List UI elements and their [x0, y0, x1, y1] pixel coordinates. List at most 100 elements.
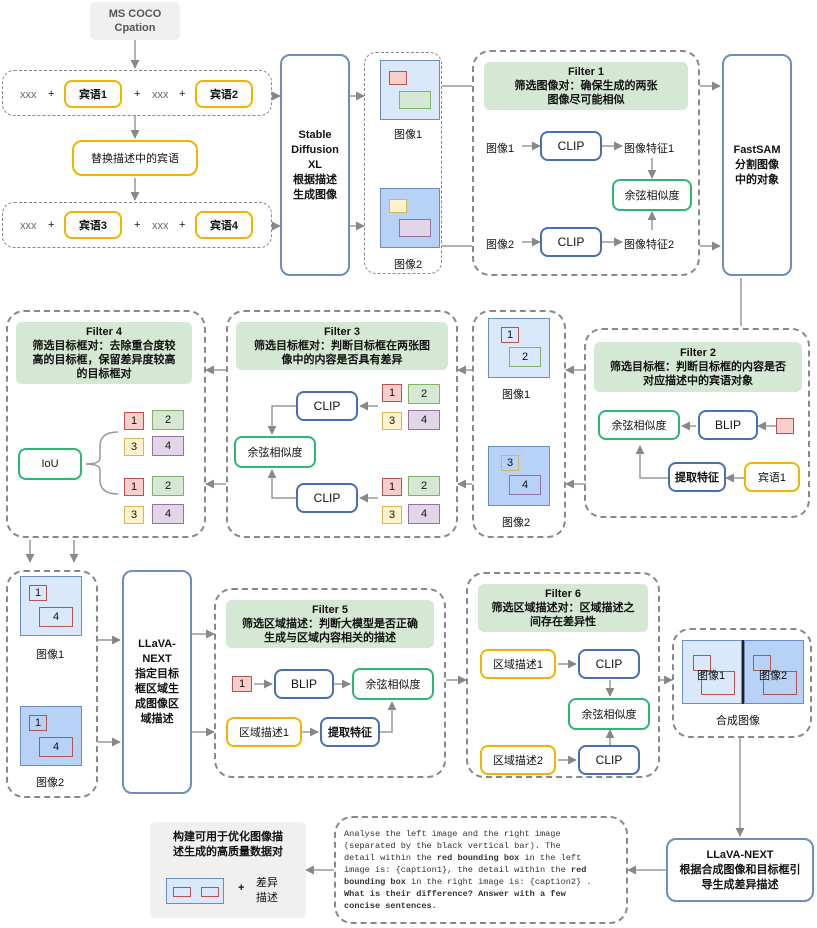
cosine-label: 余弦相似度 [581, 709, 637, 721]
box-2: 2 [509, 347, 541, 367]
filter1-image2-label: 图像2 [486, 239, 515, 251]
prompt-line: image is: {caption1}, the detail within … [344, 865, 571, 875]
filter1-header: Filter 1 筛选图像对：确保生成的两张 图像尽可能相似 [484, 62, 688, 110]
composite-image2-label: 图像2 [759, 670, 788, 682]
segmented-image-2: 3 4 [488, 446, 550, 506]
filter5-cosine-similarity: 余弦相似度 [352, 668, 434, 700]
box-3: 3 [501, 455, 519, 471]
box-number: 1 [130, 415, 138, 427]
clip-label: CLIP [313, 491, 341, 505]
pair-box-3: 3 [382, 412, 402, 430]
prompt-line: (separated by the black vertical bar). T… [344, 841, 561, 851]
box-number: 4 [52, 611, 60, 623]
llava1-label: LLaVA- NEXT 指定目标 框区域生 成图像区 域描述 [135, 638, 179, 725]
filter3-clip-bottom: CLIP [296, 483, 358, 513]
filter2-extract-features: 提取特征 [668, 462, 726, 492]
filter2-description: 筛选目标框：判断目标框的内容是否 对应描述中的宾语对象 [610, 361, 786, 387]
object-box-green [399, 91, 431, 109]
filter6-header: Filter 6 筛选区域描述对：区域描述之 间存在差异性 [478, 584, 648, 632]
object-box-red [389, 71, 407, 85]
box-number: 2 [420, 480, 428, 492]
pair-box-1: 1 [124, 478, 144, 496]
prompt-text: Analyse the left image and the right ima… [344, 828, 618, 912]
filter2-header: Filter 2 筛选目标框：判断目标框的内容是否 对应描述中的宾语对象 [594, 342, 802, 392]
box-number: 1 [238, 678, 246, 690]
prompt-template-box: Analyse the left image and the right ima… [334, 816, 628, 924]
composite-image-group [672, 628, 812, 738]
filter6-cosine-similarity: 余弦相似度 [568, 698, 650, 730]
filter1-title: Filter 1 [567, 66, 605, 78]
blip-label: BLIP [290, 677, 317, 691]
filter3-description: 筛选目标框对：判断目标框在两张图 像中的内容是否具有差异 [254, 340, 430, 366]
box-number: 1 [34, 587, 42, 599]
filter1-cosine-similarity: 余弦相似度 [612, 179, 692, 211]
filter5-container [214, 588, 446, 778]
pair-box-2: 2 [408, 476, 440, 496]
clip-label: CLIP [557, 235, 585, 249]
caption2-object4: 宾语4 [195, 211, 253, 239]
fastsam-label: FastSAM 分割图像 中的对象 [733, 143, 781, 186]
source-dataset-label: MS COCO Cpation [108, 8, 162, 34]
filter3-title: Filter 3 [323, 326, 361, 338]
final-plus: + [238, 882, 245, 894]
prompt-bold: concise sentences. [344, 901, 437, 911]
replace-object-step: 替换描述中的宾语 [72, 140, 198, 176]
final-image-pair [166, 878, 224, 904]
final-title-text: 构建可用于优化图像描 述生成的高质量数据对 [173, 831, 283, 858]
sdxl-label: Stable Diffusion XL 根据描述 生成图像 [291, 128, 339, 201]
filter4-header: Filter 4 筛选目标框对：去除重合度较 高的目标框，保留差异度较高 的目标… [16, 322, 192, 384]
filter1-clip-bottom: CLIP [540, 227, 602, 257]
filter1-container [472, 50, 700, 276]
box-number: 2 [164, 414, 172, 426]
filter3-header: Filter 3 筛选目标框对：判断目标框在两张图 像中的内容是否具有差异 [236, 322, 448, 370]
filter4-title: Filter 4 [85, 326, 123, 338]
object-crop-red [776, 418, 794, 434]
prompt-bold: red [570, 865, 587, 875]
caption-row-1 [2, 70, 272, 116]
object2-label: 宾语2 [209, 89, 239, 101]
filter5-blip: BLIP [274, 669, 334, 699]
image-feature2-label: 图像特征2 [624, 239, 675, 251]
image-feature1-label: 图像特征1 [624, 143, 675, 155]
llava-next-difference-box: LLaVA-NEXT 根据合成图像和目标框引 导生成差异描述 [666, 838, 814, 902]
box-number: 3 [130, 509, 138, 521]
region-box-1: 1 [232, 676, 252, 692]
object-box-yellow [389, 199, 407, 213]
pair-box-2: 2 [408, 384, 440, 404]
pair-box-4: 4 [408, 410, 440, 430]
box-number: 2 [521, 351, 529, 363]
caption-row-2 [2, 202, 272, 248]
image2-label: 图像2 [36, 777, 65, 789]
extract-features-label: 提取特征 [675, 472, 719, 484]
image1-label: 图像1 [394, 129, 423, 141]
filter5-region-caption1: 区域描述1 [226, 717, 302, 747]
left-red-box-small [693, 655, 711, 671]
box-number: 1 [34, 717, 42, 729]
clip-label: CLIP [595, 657, 623, 671]
composite-left-half: 图像1 [682, 640, 742, 704]
region-caption1-label: 区域描述1 [492, 659, 544, 671]
box-number: 4 [164, 440, 172, 452]
filter3-cosine-similarity: 余弦相似度 [234, 436, 316, 468]
llava-next-region-caption-box: LLaVA- NEXT 指定目标 框区域生 成图像区 域描述 [122, 570, 192, 794]
filter6-title: Filter 6 [544, 588, 582, 600]
box-number: 1 [388, 481, 396, 493]
plus-sign: + [179, 219, 186, 231]
prompt-line: Analyse the left image and the right ima… [344, 829, 561, 839]
difference-caption-label: 差异 描述 [256, 876, 278, 906]
plus-sign: + [179, 88, 186, 100]
filter6-description: 筛选区域描述对：区域描述之 间存在差异性 [491, 602, 635, 628]
plus-sign: + [48, 219, 55, 231]
filter1-image1-label: 图像1 [486, 143, 515, 155]
box-4: 4 [509, 475, 541, 495]
plus-sign: + [134, 219, 141, 231]
composite-image: 图像1 图像2 [682, 640, 804, 704]
iou-label: IoU [41, 458, 59, 470]
filter2-object1: 宾语1 [744, 462, 800, 492]
filter5-description: 筛选区域描述：判断大模型是否正确 生成与区域内容相关的描述 [242, 618, 418, 644]
box-number: 1 [388, 387, 396, 399]
box-number: 3 [388, 509, 396, 521]
left-red-box-large [701, 671, 735, 695]
source-dataset-box: MS COCO Cpation [90, 2, 180, 40]
stable-diffusion-xl-box: Stable Diffusion XL 根据描述 生成图像 [280, 54, 350, 276]
